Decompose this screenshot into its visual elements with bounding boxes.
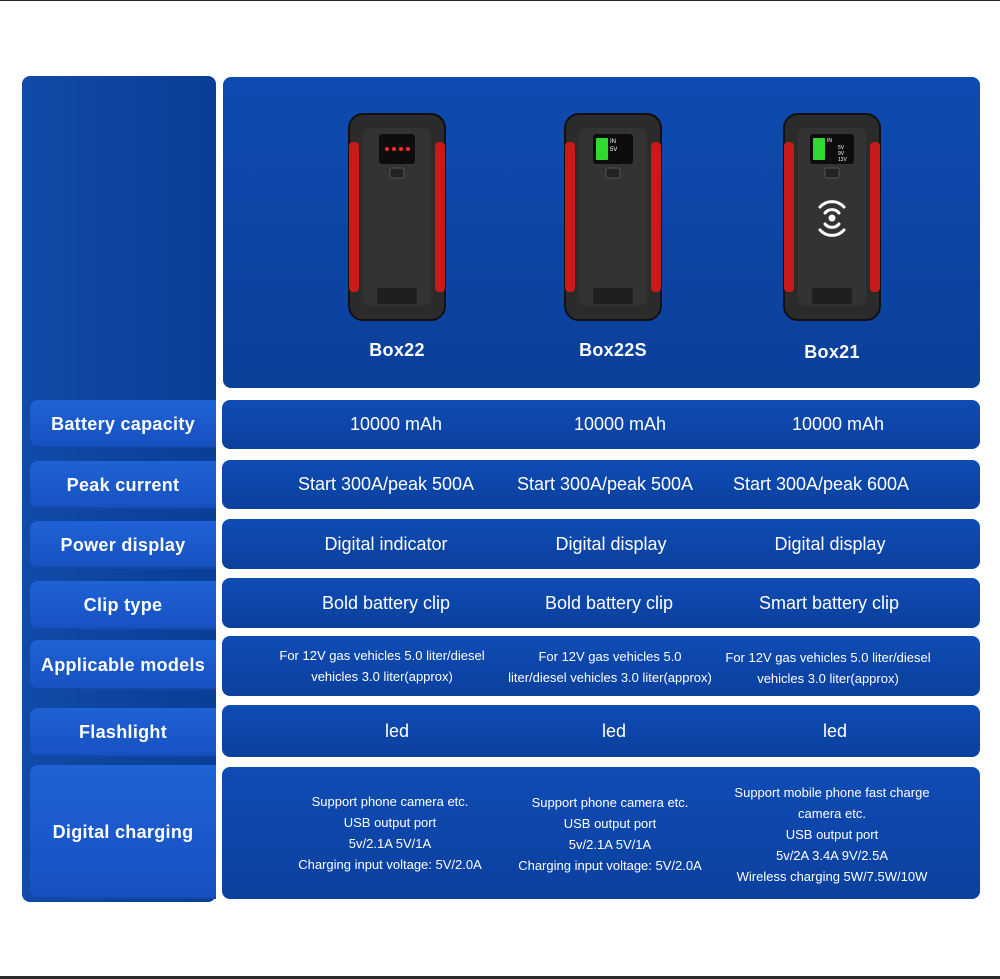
value-cell: Bold battery clip (321, 592, 451, 613)
screen-text: IN (610, 139, 616, 145)
screen-text: 9V (838, 151, 845, 157)
label-flashlight: Flashlight (30, 708, 216, 757)
screen-text: 5V (838, 145, 845, 151)
value-cell: Support mobile phone fast charge camera … (734, 784, 930, 884)
row-flashlight: led led led (222, 705, 980, 757)
row-applicable-models: For 12V gas vehicles 5.0 liter/diesel ve… (222, 636, 980, 696)
value-cell: led (601, 720, 627, 741)
product-name-box21: Box21 (804, 342, 860, 362)
value-cell: 10000 mAh (791, 414, 885, 434)
product-image-box22s: IN 5V (563, 112, 663, 322)
top-border (0, 0, 1000, 1)
row-digital-charging: Support phone camera etc. USB output por… (222, 767, 980, 899)
value-cell: Support phone camera etc. USB output por… (518, 795, 702, 873)
row-battery-capacity: 10000 mAh 10000 mAh 10000 mAh (222, 400, 980, 449)
value-cell: Start 300A/peak 600A (732, 474, 910, 494)
value-cell: Start 300A/peak 500A (297, 474, 475, 494)
value-cell: Digital display (555, 533, 667, 554)
jump-starter-icon (348, 113, 446, 321)
label-battery-capacity: Battery capacity (30, 400, 216, 448)
value-cell: Smart battery clip (758, 592, 900, 613)
value-cell: 10000 mAh (349, 414, 443, 434)
label-power-display: Power display (30, 521, 216, 569)
value-cell: Support phone camera etc. USB output por… (298, 794, 482, 872)
value-cell: Digital display (774, 533, 886, 554)
label-digital-charging: Digital charging (30, 765, 216, 899)
value-cell: For 12V gas vehicles 5.0 liter/diesel ve… (508, 649, 712, 685)
value-cell: Digital indicator (324, 533, 448, 554)
jump-starter-icon: IN 5V (564, 113, 662, 321)
bottom-border (0, 976, 1000, 979)
value-cell: 10000 mAh (573, 414, 667, 434)
label-applicable-models: Applicable models (30, 640, 216, 690)
label-clip-type: Clip type (30, 581, 216, 630)
row-power-display: Digital indicator Digital display Digita… (222, 519, 980, 569)
value-cell: led (822, 720, 848, 741)
screen-text: IN (827, 138, 832, 144)
row-clip-type: Bold battery clip Bold battery clip Smar… (222, 578, 980, 628)
row-peak-current: Start 300A/peak 500A Start 300A/peak 500… (222, 460, 980, 509)
product-image-box22 (347, 112, 447, 322)
product-image-box21: IN 5V 9V 12V (782, 112, 882, 322)
label-peak-current: Peak current (30, 461, 216, 509)
value-cell: For 12V gas vehicles 5.0 liter/diesel ve… (725, 650, 931, 686)
value-cell: led (384, 720, 410, 741)
value-cell: For 12V gas vehicles 5.0 liter/diesel ve… (279, 648, 485, 684)
wireless-charging-icon (818, 200, 846, 237)
product-header-panel: Box22 IN 5V Box22S IN 5V 9V 12V (223, 77, 980, 388)
value-cell: Start 300A/peak 500A (516, 474, 694, 494)
jump-starter-icon: IN 5V 9V 12V (783, 113, 881, 321)
product-name-box22s: Box22S (579, 340, 647, 360)
value-cell: Bold battery clip (544, 592, 674, 613)
product-name-box22: Box22 (369, 340, 425, 360)
screen-text: 12V (838, 157, 848, 163)
screen-text: 5V (610, 147, 617, 153)
